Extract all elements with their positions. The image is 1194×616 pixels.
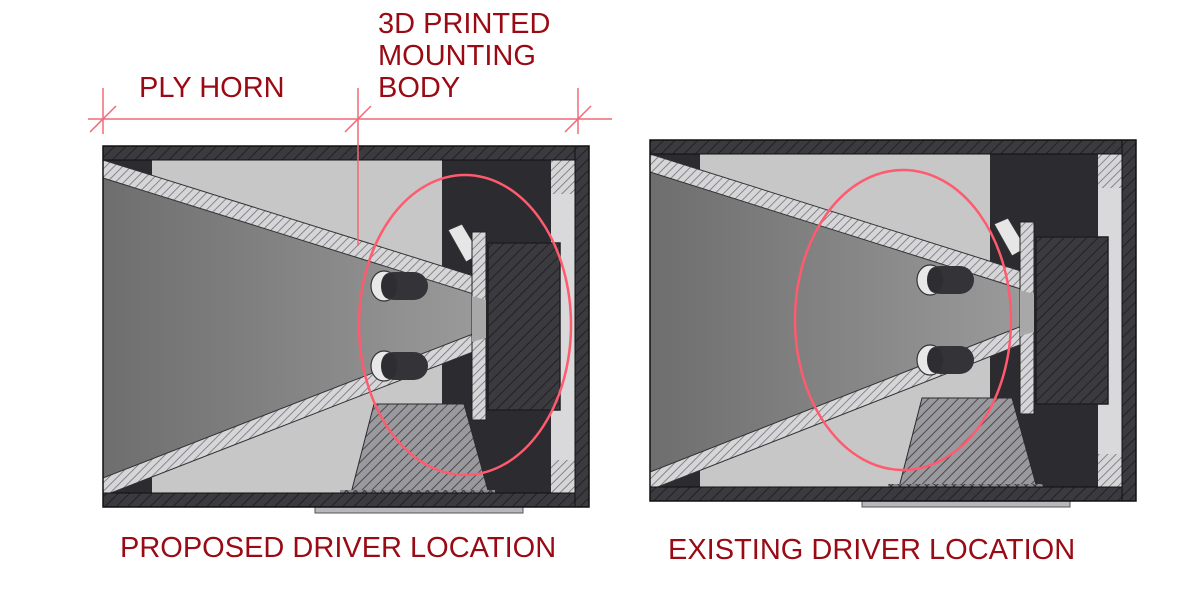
mounting-body-label-line2: MOUNTING: [378, 40, 536, 72]
proposed-driver-location-label: PROPOSED DRIVER LOCATION: [120, 532, 556, 564]
proposed-frame-outline: [102, 145, 590, 508]
proposed-rear-block-bottom: [551, 460, 575, 493]
existing-rear-block-bottom: [1098, 454, 1122, 487]
proposed-port-upper: [370, 270, 428, 302]
existing-frame-outline: [649, 139, 1137, 502]
proposed-highlight-circle: [357, 173, 573, 477]
dimension-lines: [88, 88, 612, 246]
existing-driver-magnet: [1035, 236, 1109, 405]
proposed-throat: [472, 296, 486, 342]
ply-horn-label: PLY HORN: [139, 72, 285, 104]
existing-throat: [1020, 290, 1034, 336]
mounting-body-label-line1: 3D PRINTED: [378, 8, 550, 40]
mounting-body-label-line3: BODY: [378, 72, 460, 104]
existing-port-lower: [916, 344, 974, 376]
existing-frame-bottom: [649, 486, 1137, 502]
existing-horn-interior: [650, 164, 1022, 481]
proposed-driver-magnet: [487, 242, 561, 411]
proposed-horn-interior: [103, 170, 478, 487]
proposed-port-lower: [370, 350, 428, 382]
proposed-frame-right: [574, 145, 590, 508]
existing-frame-right: [1121, 139, 1137, 502]
existing-highlight-circle: [793, 168, 1013, 472]
existing-port-upper: [916, 264, 974, 296]
proposed-assembly: [102, 145, 590, 514]
proposed-rear-block-top: [551, 160, 575, 194]
existing-driver-location-label: EXISTING DRIVER LOCATION: [668, 534, 1075, 566]
existing-rear-block-top: [1098, 154, 1122, 188]
existing-frame-top: [649, 139, 1137, 155]
proposed-frame-bottom: [102, 492, 590, 508]
proposed-frame-top: [102, 145, 590, 161]
existing-assembly: [649, 139, 1137, 508]
